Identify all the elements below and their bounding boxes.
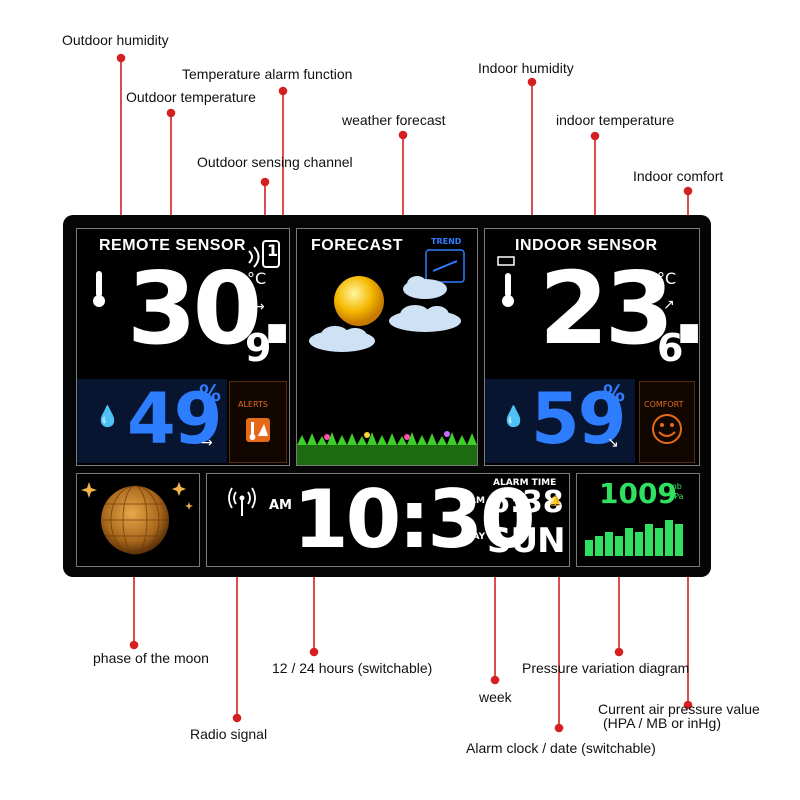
day-label: DAY — [465, 532, 486, 542]
weather-station-device: REMOTE SENSOR 1 30. 9 °C → 💧 49 % → ALER… — [63, 215, 711, 577]
indoor-humidity-drop-icon: 💧 — [501, 404, 526, 428]
label-indoor-comfort: Indoor comfort — [633, 168, 724, 184]
label-moon-phase: phase of the moon — [93, 650, 209, 666]
pressure-unit-mb: mb — [669, 482, 682, 491]
smiley-comfort-icon — [652, 414, 682, 444]
remote-sensor-title: REMOTE SENSOR — [99, 237, 246, 254]
label-indoor-humidity: Indoor humidity — [478, 60, 574, 76]
outdoor-thermometer-icon — [93, 271, 105, 307]
alarm-ampm: AM — [469, 496, 485, 506]
indoor-humidity-percent: % — [603, 382, 626, 407]
label-pressure-value: Current air pressure value — [598, 701, 760, 717]
pressure-bar — [645, 524, 653, 556]
label-hour-format: 12 / 24 hours (switchable) — [272, 660, 433, 676]
indoor-temperature-unit: °C — [657, 269, 677, 288]
label-alarm-clock: Alarm clock / date (switchable) — [466, 740, 656, 756]
pressure-bar — [625, 528, 633, 556]
pressure-unit-hpa: hPa — [669, 492, 684, 501]
indoor-humidity-area — [485, 379, 635, 463]
pressure-value: 1009 — [599, 477, 677, 510]
trend-arrow-icon — [425, 249, 465, 283]
outdoor-humidity-value: 49 — [127, 378, 222, 460]
outdoor-temperature-decimal: 9 — [245, 326, 272, 370]
label-week: week — [479, 689, 512, 705]
outdoor-temperature-unit: °C — [247, 269, 267, 288]
label-weather-forecast: weather forecast — [342, 112, 446, 128]
outdoor-trend-arrow-icon: → — [253, 299, 265, 315]
label-radio-signal: Radio signal — [190, 726, 268, 742]
remote-sensor-panel: REMOTE SENSOR 1 30. 9 °C → 💧 49 % → ALER… — [76, 228, 296, 466]
indoor-temperature-decimal: 6 — [657, 326, 684, 370]
weather-forecast-graphic — [297, 276, 477, 465]
sun-icon — [334, 276, 384, 326]
outdoor-humidity-percent: % — [199, 382, 222, 407]
pressure-panel: 1009 mb hPa — [576, 473, 700, 567]
indoor-sensor-panel: INDOOR SENSOR 23. 6 °C ↗ 💧 59 % ↘ COMFOR… — [484, 228, 708, 466]
alerts-label: ALERTS — [238, 400, 268, 409]
star-icon — [81, 482, 193, 510]
pressure-bar — [665, 520, 673, 556]
clock-panel: AM 10:30 ALARM TIME AM 6:38 🔔 DAY SUN — [206, 473, 570, 567]
alerts-box: ALERTS — [229, 381, 287, 463]
indoor-thermometer-icon — [497, 256, 515, 307]
forecast-title: FORECAST — [311, 237, 403, 254]
label-outdoor-temperature: Outdoor temperature — [126, 89, 256, 105]
clock-ampm: AM — [269, 498, 292, 513]
pressure-bar — [605, 532, 613, 556]
pressure-bar — [595, 536, 603, 556]
indoor-trend-arrow-icon: ↗ — [663, 297, 675, 313]
outdoor-humidity-drop-icon: 💧 — [95, 404, 120, 428]
indoor-sensor-title: INDOOR SENSOR — [515, 237, 658, 254]
comfort-box: COMFORT — [639, 381, 695, 463]
alarm-time-value: 6:38 — [489, 485, 564, 520]
trend-label: TREND — [431, 237, 462, 246]
label-indoor-temperature: indoor temperature — [556, 112, 675, 128]
outdoor-humidity-area — [77, 379, 227, 463]
cloud-icon — [309, 276, 461, 352]
label-pressure-diagram: Pressure variation diagram — [522, 660, 690, 676]
pressure-bar — [655, 528, 663, 556]
alarm-time-label: ALARM TIME — [493, 478, 557, 488]
pressure-bar — [635, 532, 643, 556]
moon-phase-panel — [76, 473, 200, 567]
pressure-history-chart — [585, 520, 683, 556]
pressure-bar — [585, 540, 593, 556]
grass-strip — [297, 445, 477, 465]
alarm-bell-icon — [246, 418, 270, 442]
indoor-humidity-value: 59 — [531, 378, 626, 460]
label-outdoor-channel: Outdoor sensing channel — [197, 154, 353, 170]
forecast-panel: FORECAST TREND — [296, 228, 478, 466]
clock-time: 10:30 — [293, 473, 536, 566]
pressure-bar — [675, 524, 683, 556]
outdoor-humidity-trend-icon: → — [201, 435, 213, 451]
outdoor-temperature-value: 30. — [127, 250, 296, 367]
indoor-temperature-value: 23. — [539, 250, 708, 367]
radio-signal-icon — [228, 487, 256, 516]
day-value: SUN — [487, 521, 566, 561]
channel-number: 1 — [267, 241, 279, 260]
label-outdoor-humidity: Outdoor humidity — [62, 32, 169, 48]
indoor-humidity-trend-icon: ↘ — [607, 435, 619, 451]
comfort-label: COMFORT — [644, 400, 684, 409]
channel-signal-icon — [248, 240, 280, 268]
label-pressure-unit: (HPA / MB or inHg) — [603, 715, 721, 731]
pressure-bar — [615, 536, 623, 556]
alarm-bell-indicator-icon: 🔔 — [549, 496, 562, 507]
label-temperature-alarm: Temperature alarm function — [182, 66, 353, 82]
moon-icon — [81, 482, 193, 555]
